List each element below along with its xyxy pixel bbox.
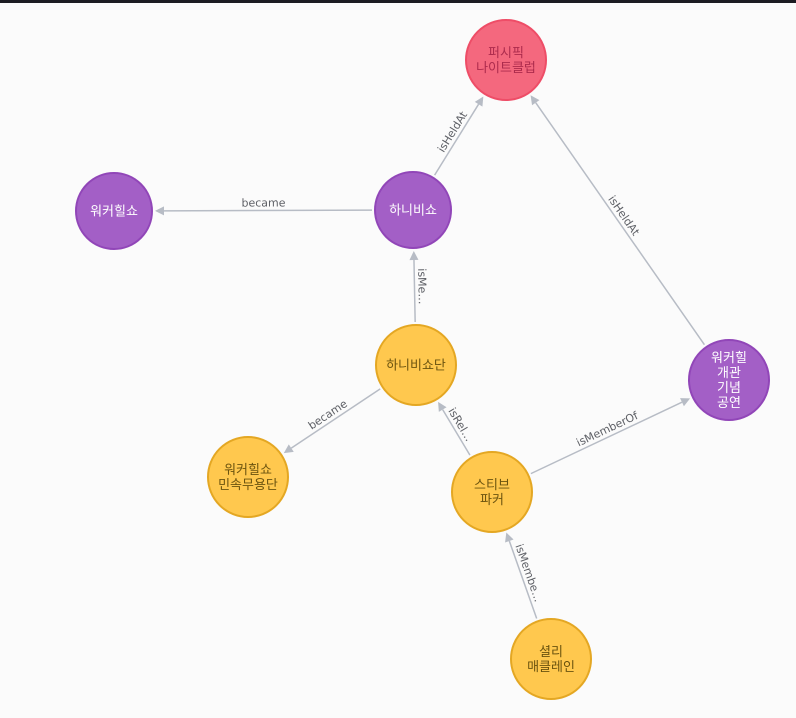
node-honeybee-troupe[interactable]: 하니비쇼단 (375, 324, 457, 406)
node-walkerhill-show[interactable]: 워커힐쇼 (75, 172, 153, 250)
window-top-edge (0, 0, 796, 3)
node-circle[interactable] (375, 324, 457, 406)
relationship-type-label[interactable]: isHeldAt (604, 192, 644, 240)
edge-walkerhill-opening-pacific-nightclub[interactable]: isHeldAt (530, 95, 706, 346)
relationship-line[interactable] (413, 259, 416, 323)
relationship-line[interactable] (535, 102, 706, 346)
relationship-line[interactable] (163, 209, 373, 212)
arrowhead-icon (505, 532, 514, 543)
edge-honeybee-show-walkerhill-show[interactable]: became (154, 195, 373, 216)
node-circle[interactable] (465, 19, 547, 101)
arrowhead-icon (409, 250, 419, 261)
relationship-line[interactable] (442, 409, 471, 456)
arrowhead-icon (530, 95, 540, 106)
relationship-type-label[interactable]: became (304, 396, 351, 434)
arrowhead-icon (680, 398, 691, 407)
relationship-line[interactable] (530, 401, 683, 475)
relationship-line[interactable] (433, 103, 480, 176)
arrowhead-icon (283, 444, 294, 454)
node-circle[interactable] (688, 339, 770, 421)
relationship-line[interactable] (508, 540, 538, 619)
relationship-line[interactable] (290, 388, 381, 449)
relationship-type-label[interactable]: isMemberOf (573, 407, 643, 451)
node-circle[interactable] (451, 451, 533, 533)
node-circle[interactable] (207, 436, 289, 518)
edge-steve-parker-honeybee-troupe[interactable]: isRel… (438, 401, 477, 456)
relationship-type-label[interactable]: isHeldAt (434, 107, 472, 156)
arrowhead-icon (474, 96, 484, 107)
edge-honeybee-troupe-folk-dance-troupe[interactable]: became (283, 388, 381, 454)
arrowhead-icon (154, 206, 165, 216)
edge-shirley-maclaine-steve-parker[interactable]: isMembe… (505, 532, 546, 619)
relationship-type-label[interactable]: became (240, 195, 287, 211)
edge-honeybee-show-pacific-nightclub[interactable]: isHeldAt (433, 96, 484, 176)
relationship-type-label[interactable]: isMe… (414, 267, 431, 306)
graph-svg[interactable]: isHeldAt became isHeldAt isMe… became isRel… i… (0, 3, 796, 718)
arrowhead-icon (438, 401, 447, 412)
edge-steve-parker-walkerhill-opening[interactable]: isMemberOf (530, 398, 691, 475)
node-circle[interactable] (510, 618, 592, 700)
graph-canvas[interactable]: isHeldAt became isHeldAt isMe… became isRel… i… (0, 3, 796, 718)
node-honeybee-show[interactable]: 하니비쇼 (374, 171, 452, 249)
edge-honeybee-troupe-honeybee-show[interactable]: isMe… (409, 250, 431, 323)
node-circle[interactable] (75, 172, 153, 250)
node-circle[interactable] (374, 171, 452, 249)
